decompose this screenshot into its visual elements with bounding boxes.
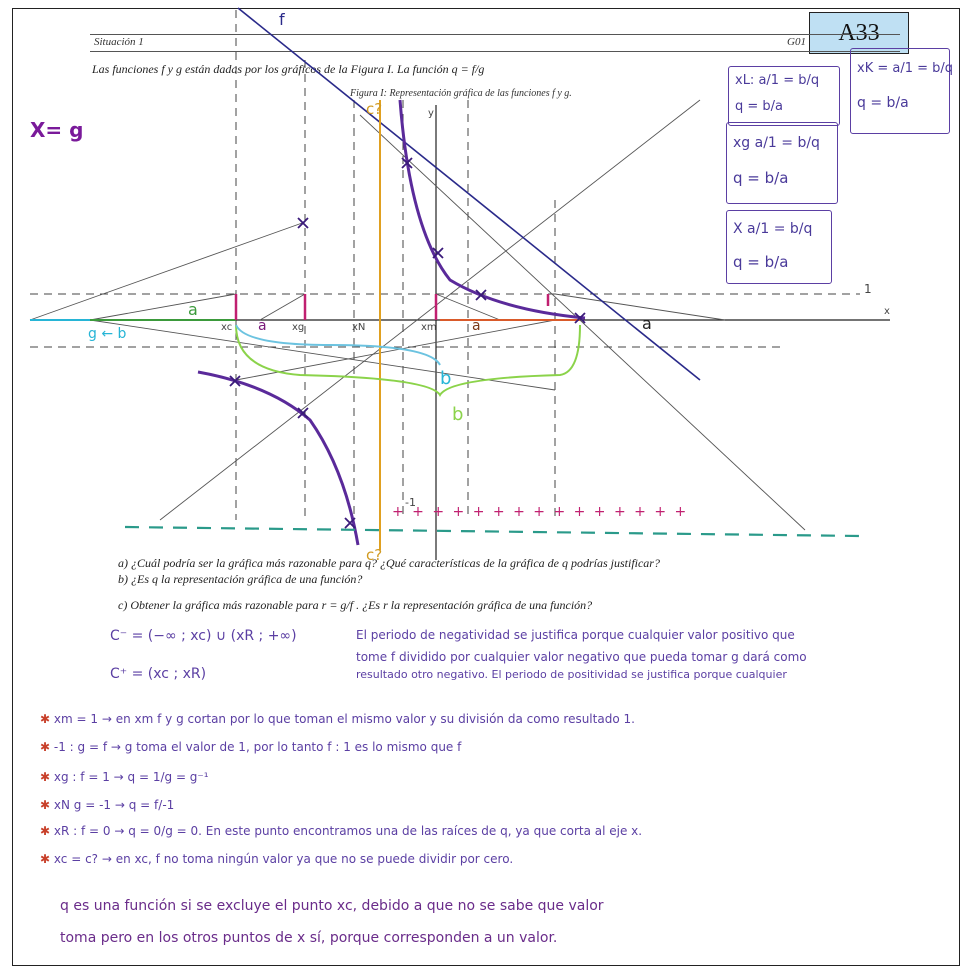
note-text: g toma el valor de 1, por lo tanto f : 1… [124, 740, 462, 754]
note-item: ✱ xg : f = 1 → q = 1/g = g⁻¹ [40, 770, 209, 784]
ray-a3 [435, 293, 501, 321]
question-b: b) ¿Es q la representación gráfica de un… [118, 572, 363, 586]
curve-q-right [398, 99, 586, 320]
label-a3: a [472, 318, 481, 334]
star-icon: ✱ [40, 712, 51, 726]
box2-line2: q = b/a [857, 95, 909, 111]
note-key: xm = 1 → [53, 712, 112, 726]
label-xn: xN [352, 322, 366, 333]
label-xm: xm [421, 322, 437, 333]
ray-left [29, 221, 306, 321]
label-a4: a [642, 314, 652, 333]
header-left: Situación 1 [94, 36, 144, 48]
note-item: ✱ xc = c? → en xc, f no toma ningún valo… [40, 852, 513, 866]
ray-b1 [89, 319, 556, 391]
answer-c-minus: C⁻ = (−∞ ; xc) ∪ (xR ; +∞) [110, 628, 297, 644]
ray-a2 [259, 293, 306, 321]
note-box-2: xK = a/1 = b/q q = b/a [850, 48, 954, 134]
note-key: xg : f = 1 → [53, 770, 124, 784]
note-box-4: X a/1 = b/q q = b/a [726, 210, 832, 284]
line-g [159, 99, 701, 521]
note-key: -1 : g = f → [53, 740, 121, 754]
label-a2: a [258, 318, 267, 334]
bracket-b-outer [235, 324, 581, 397]
curve-q-left [197, 370, 360, 546]
line-f2 [359, 114, 806, 531]
intro-text: Las funciones f y g están dadas por los … [92, 62, 485, 76]
note-text: q = f/-1 [128, 798, 175, 812]
line-f [237, 7, 701, 381]
star-icon: ✱ [40, 740, 51, 754]
bracket-b-cyan [235, 324, 441, 366]
star-icon: ✱ [40, 770, 51, 784]
note-key: xc = c? → [53, 852, 112, 866]
question-a: a) ¿Cuál podría ser la gráfica más razon… [118, 556, 660, 570]
box1-line2: q = b/a [735, 99, 784, 114]
note-box-1: xL: a/1 = b/q q = b/a [728, 66, 840, 126]
box1-line1: xL: a/1 = b/q [735, 73, 820, 88]
conclusion-line-1: q es una función si se excluye el punto … [60, 898, 604, 914]
label-a1: a [188, 300, 198, 319]
ray-a1 [89, 293, 237, 321]
document-tag: A33 [809, 12, 909, 54]
label-xg: xg [292, 322, 305, 333]
star-icon: ✱ [40, 852, 51, 866]
note-box-3: xg a/1 = b/q q = b/a [726, 122, 838, 204]
box4-line2: q = b/a [733, 253, 789, 271]
label-f: f [279, 10, 285, 29]
note-key: xN g = -1 → [53, 798, 125, 812]
label-neg-one: -1 [405, 496, 416, 509]
label-c-top: c? [366, 100, 383, 118]
label-one: 1 [864, 282, 872, 296]
label-x-axis: x [884, 306, 890, 317]
answer-c-plus: C⁺ = (xc ; xR) [110, 666, 207, 682]
label-y-axis: y [428, 108, 434, 119]
answer-c-plus-text2: resultado otro negativo. El periodo de p… [356, 668, 787, 681]
note-item: ✱ xR : f = 0 → q = 0/g = 0. En este punt… [40, 824, 642, 838]
box2-line1: xK = a/1 = b/q [857, 61, 954, 76]
star-icon: ✱ [40, 798, 51, 812]
header-bar: Situación 1 G01 [90, 34, 900, 52]
header-right: G01 [787, 36, 806, 48]
note-text: q = 0/g = 0. En este punto encontramos u… [128, 824, 643, 838]
label-xc: xc [221, 322, 233, 333]
note-item: ✱ xm = 1 → en xm f y g cortan por lo que… [40, 712, 635, 726]
question-c: c) Obtener la gráfica más razonable para… [118, 598, 593, 612]
label-c-bottom: c? [366, 546, 383, 564]
star-icon: ✱ [40, 824, 51, 838]
label-b1: b [440, 368, 452, 389]
ray-a4 [554, 293, 726, 321]
ray-b2 [235, 319, 556, 381]
note-text: en xm f y g cortan por lo que toman el m… [115, 712, 635, 726]
note-key: xR : f = 0 → [53, 824, 125, 838]
answer-c-plus-text1: tome f dividido por cualquier valor nega… [356, 650, 807, 664]
answer-c-minus-text: El periodo de negatividad se justifica p… [356, 628, 795, 642]
page-frame [12, 8, 960, 966]
note-item: ✱ -1 : g = f → g toma el valor de 1, por… [40, 740, 461, 754]
plus-row: + + + + + + + + + + + + + + + [392, 504, 689, 520]
note-text: en xc, f no toma ningún valor ya que no … [115, 852, 514, 866]
note-item: ✱ xN g = -1 → q = f/-1 [40, 798, 174, 812]
figure-caption: Figura I: Representación gráfica de las … [350, 88, 572, 99]
bottom-dashed [124, 525, 861, 538]
label-b2: b [452, 404, 464, 425]
conclusion-line-2: toma pero en los otros puntos de x sí, p… [60, 930, 558, 946]
label-g-left: g ← b [88, 326, 127, 342]
box3-line2: q = b/a [733, 169, 789, 187]
box3-line1: xg a/1 = b/q [733, 135, 820, 151]
note-text: q = 1/g = g⁻¹ [127, 770, 209, 784]
label-x-eq-g: X= g [30, 118, 84, 142]
box4-line1: X a/1 = b/q [733, 221, 813, 237]
